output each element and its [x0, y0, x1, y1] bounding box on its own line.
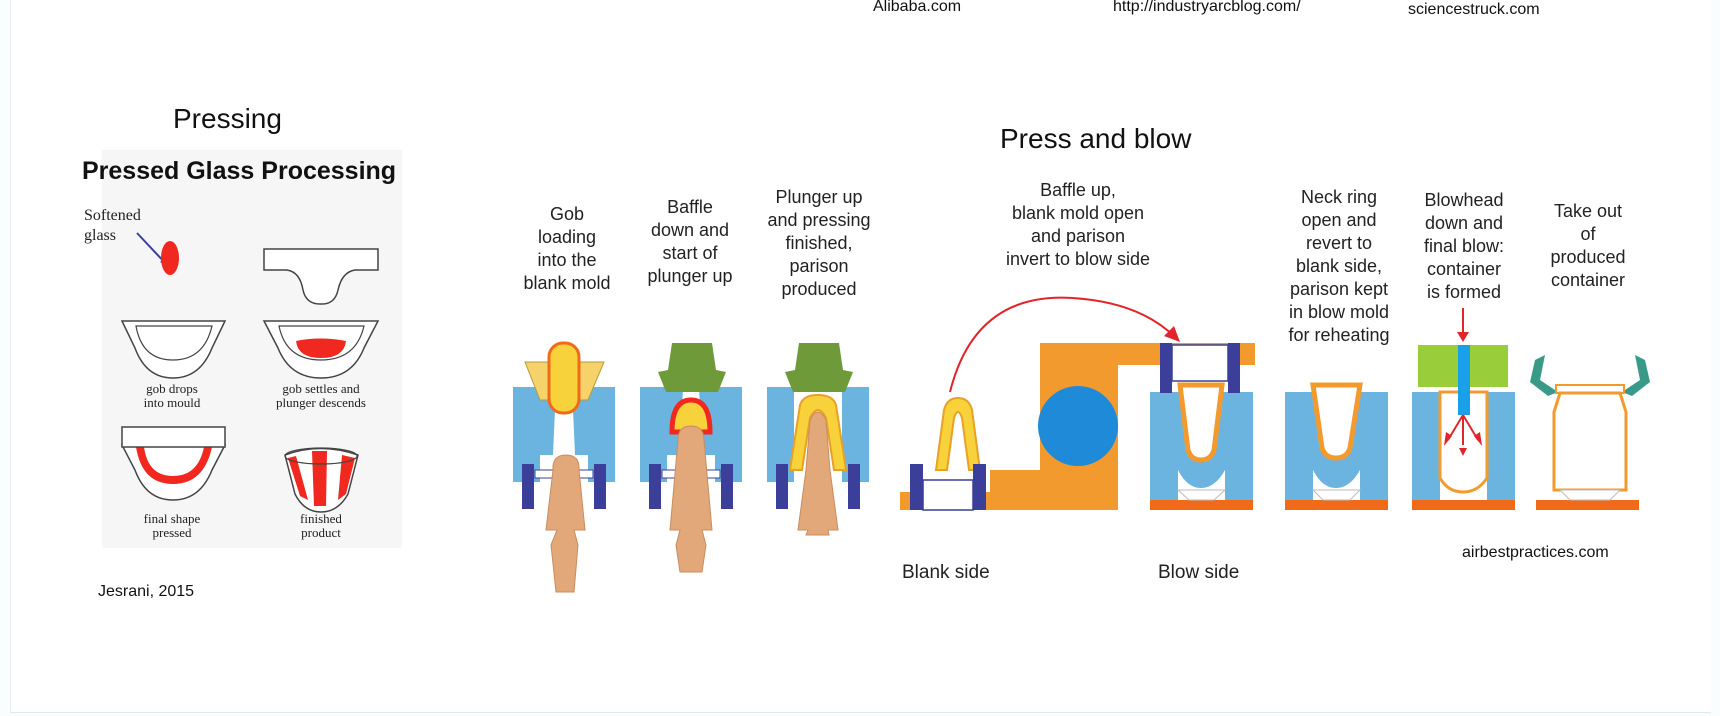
plunger-3 [797, 411, 839, 536]
press-blow-heading: Press and blow [1000, 123, 1192, 154]
source-alibaba: Alibaba.com [873, 0, 962, 15]
step-7-label: Take out of produced container [1550, 201, 1626, 290]
pressing-heading: Pressing [173, 103, 282, 134]
caption-gob-drops: gob drops into mould [143, 381, 201, 410]
mould-final-shape [120, 444, 227, 501]
stage-neck-ring-open [1285, 382, 1388, 510]
invert-arrow [949, 296, 1177, 393]
takeout-tong-left [1530, 355, 1558, 396]
source-industryarc: http://industryarcblog.com/ [1113, 0, 1301, 15]
gob-yellow [547, 341, 581, 415]
step-3-label: Plunger up and pressing finished, pariso… [767, 187, 871, 299]
blank-side-label: Blank side [902, 562, 990, 583]
stage-pressing-finished [767, 343, 869, 536]
softened-glass-label: Softened glass [84, 207, 141, 244]
pressed-glass-red [136, 447, 212, 484]
source-airbest: airbestpractices.com [1462, 544, 1609, 561]
baffle-2 [658, 343, 726, 392]
step-5-label: Neck ring open and revert to blank side,… [1288, 187, 1390, 345]
blow-side-parison [1177, 382, 1225, 463]
stage-take-out [1530, 355, 1650, 510]
stage-transfer [900, 296, 1255, 511]
step-1-label: Gob loading into the blank mold [523, 204, 611, 293]
step-6-label: Blowhead down and final blow: container … [1423, 190, 1505, 302]
stage-final-blow [1412, 308, 1515, 510]
settling-gob [296, 338, 346, 358]
blow-side-label: Blow side [1158, 562, 1240, 583]
caption-finished: finished product [300, 511, 342, 540]
plunger-plate [121, 426, 226, 448]
baffle-3 [785, 343, 853, 392]
stage-baffle-down [640, 343, 742, 573]
plunger-1 [545, 454, 586, 593]
invert-arrowhead [1164, 326, 1180, 342]
parison-2 [669, 397, 713, 435]
produced-container [1552, 391, 1628, 492]
rotation-axis [1038, 386, 1118, 466]
gob-drop [161, 241, 179, 275]
caption-final-shape: final shape pressed [143, 511, 201, 540]
plunger-2 [669, 425, 713, 573]
step-2-label: Baffle down and start of plunger up [647, 197, 733, 286]
plunger-shape [263, 248, 379, 305]
blank-side-parison [934, 396, 982, 471]
parison-5 [1310, 382, 1363, 461]
parison-3 [788, 393, 848, 471]
source-jesrani: Jesrani, 2015 [98, 583, 195, 600]
pressed-glass-title: Pressed Glass Processing [82, 157, 397, 185]
takeout-tong-right [1622, 355, 1650, 396]
caption-gob-settles: gob settles and plunger descends [276, 381, 366, 410]
source-sciencestruck: sciencestruck.com [1408, 1, 1540, 18]
step-4-label: Baffle up, blank mold open and parison i… [1005, 180, 1151, 269]
stage-gob-loading [513, 341, 615, 593]
